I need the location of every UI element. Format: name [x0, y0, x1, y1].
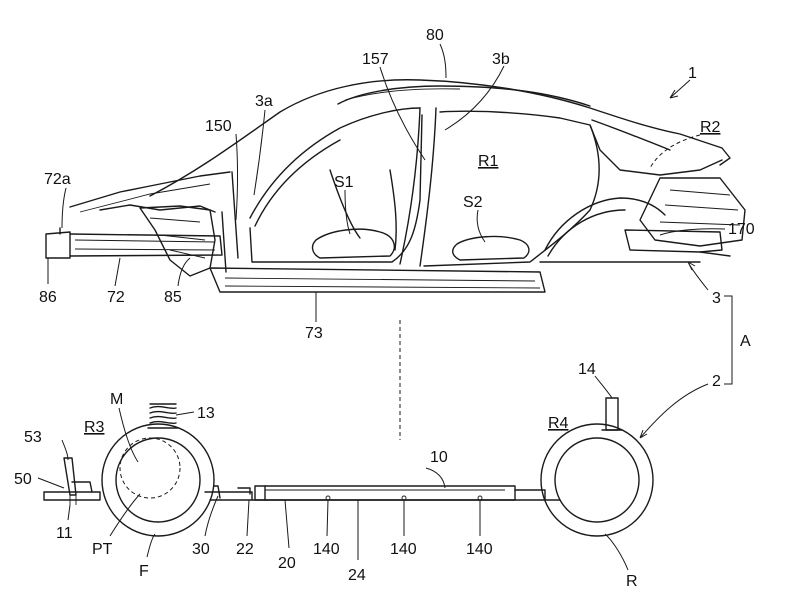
label-140-b: 140: [390, 541, 417, 558]
label-50: 50: [14, 471, 32, 488]
label-m: M: [110, 391, 123, 408]
label-1: 1: [688, 65, 697, 82]
label-30: 30: [192, 541, 210, 558]
label-72: 72: [107, 289, 125, 306]
label-pt: PT: [92, 541, 113, 558]
label-157: 157: [362, 51, 389, 68]
label-140-c: 140: [466, 541, 493, 558]
label-73: 73: [305, 325, 323, 342]
label-r3: R3: [84, 419, 105, 436]
label-11: 11: [56, 525, 73, 542]
label-r4: R4: [548, 415, 569, 432]
label-r2: R2: [700, 119, 721, 136]
label-3a: 3a: [255, 93, 273, 110]
label-3b: 3b: [492, 51, 510, 68]
coil-spring: [147, 403, 179, 429]
label-86: 86: [39, 289, 57, 306]
label-s2: S2: [463, 194, 483, 211]
label-22: 22: [236, 541, 254, 558]
label-r1: R1: [478, 153, 499, 170]
label-140-a: 140: [313, 541, 340, 558]
leader-lines: [37, 43, 733, 571]
motor-outline: [119, 437, 181, 499]
label-150: 150: [205, 118, 232, 135]
label-85: 85: [164, 289, 182, 306]
label-53: 53: [24, 429, 42, 446]
label-24: 24: [348, 567, 366, 584]
label-f: F: [139, 563, 149, 580]
label-80: 80: [426, 27, 444, 44]
label-72a: 72a: [44, 171, 71, 188]
label-2: 2: [712, 373, 721, 390]
label-14: 14: [578, 361, 596, 378]
label-20: 20: [278, 555, 296, 572]
rear-wheel: [540, 423, 654, 537]
label-10: 10: [430, 449, 448, 466]
battery-pack: [254, 485, 516, 501]
label-a: A: [740, 333, 751, 350]
vehicle-body-drawing: [45, 79, 746, 440]
label-170: 170: [728, 221, 755, 238]
reference-labels: 80 157 3b 1 3a R2 150 R1 S1 72a S2 170 8…: [14, 27, 755, 590]
front-wheel: [101, 423, 215, 537]
label-3: 3: [712, 290, 721, 307]
label-s1: S1: [334, 174, 354, 191]
label-13: 13: [197, 405, 215, 422]
label-r: R: [626, 573, 638, 590]
